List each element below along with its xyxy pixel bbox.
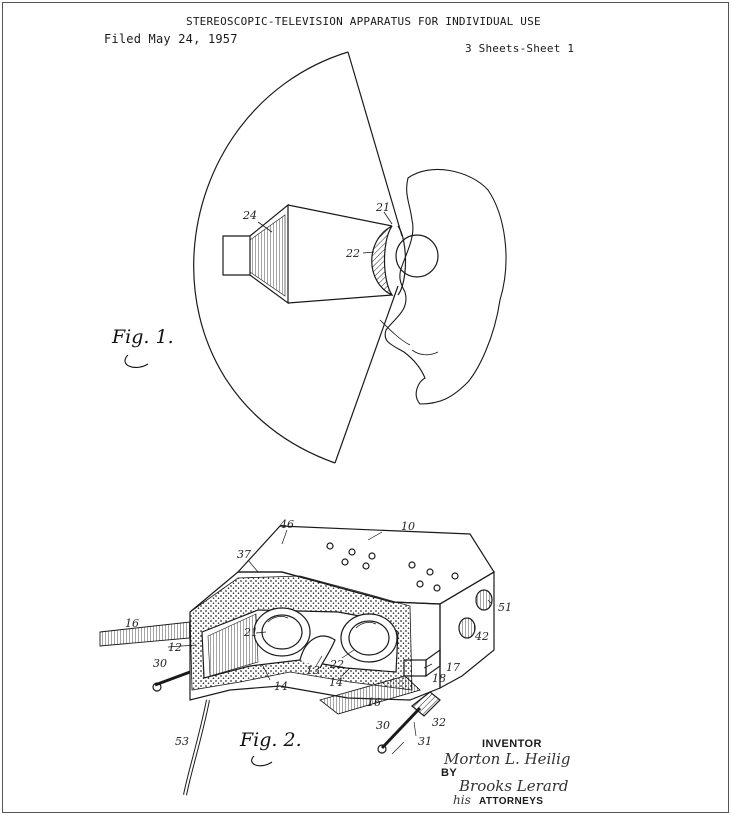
knob-42 bbox=[458, 617, 476, 639]
ref-label: 53 bbox=[175, 735, 189, 748]
ref-label: 17 bbox=[446, 661, 460, 674]
attorneys-label: ATTORNEYS bbox=[479, 796, 544, 807]
ref-label: 37 bbox=[237, 548, 251, 561]
ref-label: 51 bbox=[498, 601, 512, 614]
ref-label: 22 bbox=[329, 658, 344, 671]
strap-16-left bbox=[99, 621, 191, 647]
figure-2-leaders bbox=[167, 529, 493, 755]
figure-1-drawing bbox=[193, 51, 507, 464]
ref-label: 22 bbox=[345, 247, 360, 260]
figure-2-label: Fig. 2. bbox=[239, 729, 302, 751]
strap-16-right bbox=[319, 675, 421, 715]
figure-1-label: Fig. 1. bbox=[111, 326, 174, 348]
face-profile bbox=[384, 169, 507, 405]
by-label: BY bbox=[441, 767, 458, 779]
ref-label: 32 bbox=[432, 716, 446, 729]
inventor-label: INVENTOR bbox=[482, 738, 542, 750]
ref-label: 12 bbox=[168, 641, 182, 654]
inventor-signature: Morton L. Heilig bbox=[444, 750, 571, 768]
ref-label: 31 bbox=[418, 735, 432, 748]
headset-side bbox=[439, 570, 495, 690]
ref-label: 24 bbox=[242, 209, 257, 222]
figure-1-arrows bbox=[257, 211, 393, 254]
his-label: his bbox=[453, 793, 471, 807]
attorney-signature: Brooks Lerard bbox=[459, 777, 569, 795]
ref-label: 18 bbox=[432, 672, 446, 685]
knob-51 bbox=[475, 589, 493, 611]
ref-label: 21 bbox=[243, 626, 258, 639]
arc-radius-lower bbox=[334, 285, 399, 464]
ref-label: 16 bbox=[367, 696, 381, 709]
ref-label: 14 bbox=[274, 680, 288, 693]
ref-label: 10 bbox=[401, 520, 415, 533]
viewing-arc bbox=[193, 51, 349, 464]
sheet-count: 3 Sheets-Sheet 1 bbox=[465, 42, 575, 55]
filed-date: Filed May 24, 1957 bbox=[104, 32, 238, 46]
ref-label: 14 bbox=[329, 676, 343, 689]
ref-label: 46 bbox=[279, 518, 294, 531]
arc-radius-upper bbox=[347, 51, 403, 237]
ref-label: 30 bbox=[153, 657, 167, 670]
patent-title: STEREOSCOPIC-TELEVISION APPARATUS FOR IN… bbox=[186, 15, 541, 28]
ref-label: 21 bbox=[375, 201, 390, 214]
ref-label: 30 bbox=[376, 719, 390, 732]
figure-2-drawing bbox=[99, 525, 495, 796]
lens-22 bbox=[371, 225, 394, 297]
headset-front bbox=[189, 571, 441, 701]
ref-label: 42 bbox=[474, 630, 489, 643]
eyeball bbox=[395, 234, 439, 278]
ref-label: 13 bbox=[306, 664, 320, 677]
ref-label: 16 bbox=[125, 617, 139, 630]
